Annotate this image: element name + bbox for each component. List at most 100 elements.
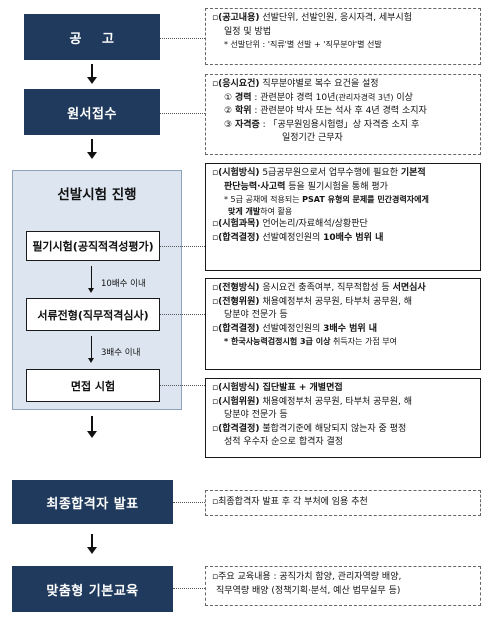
arrow-3-shaft	[91, 416, 93, 431]
gap-arrow-1-head	[88, 288, 94, 293]
connector-announcement	[160, 38, 205, 39]
gap-label-3x: 3배수 이내	[101, 348, 141, 358]
gap-arrow-2-shaft	[91, 336, 92, 358]
desc-announcement: ▫(공고내용) 선발단위, 선발인원, 응시자격, 세부시험 일정 및 방법 *…	[205, 8, 481, 65]
desc-document-note-bold: * 한국사능력검정시험 3급 이상	[224, 337, 331, 346]
desc-final-line-1: ▫최종합격자 발표 후 각 부처에 임용 추천	[212, 497, 368, 507]
arrow-1-head	[87, 77, 97, 84]
tag-requirements: (응시요건)	[218, 79, 260, 89]
arrow-3-head	[87, 431, 97, 438]
desc-document-note-text: 취득자는 가점 부여	[330, 337, 397, 346]
desc-announcement-line-2: 일정 및 방법	[224, 26, 272, 37]
desc-career-note: (관리자경력 3년)	[335, 92, 394, 102]
desc-announcement-note: * 선발단위 : '직류'별 선발 + '직무분야'별 선발	[224, 40, 382, 49]
arrow-4-head	[87, 547, 97, 554]
desc-training-line-1: ▫주요 교육내용 : 공직가치 함양, 관리자역량 배양,	[212, 572, 402, 582]
desc-document-pass-text: 선발예정인원의	[259, 323, 324, 334]
desc-degree-text: : 관련분야 박사 또는 석사 후 4년 경력 소지자	[251, 106, 427, 116]
desc-interview-text-4: 불합격기준에 해당되지 않는자 중 평정	[259, 423, 407, 434]
desc-written-pass-bold: 10배수 범위 내	[323, 232, 384, 243]
tag-career: 경력	[234, 92, 252, 103]
arrow-2-shaft	[91, 139, 93, 152]
connector-final	[173, 502, 205, 503]
stage-interview-label: 면접 시험	[70, 379, 116, 393]
desc-interview-line-3: 당분야 전문가 등	[224, 410, 288, 420]
gap-label-10x: 10배수 이내	[101, 279, 146, 289]
desc-final-text: 최종합격자 발표 후 각 부처에 임용 추천	[218, 497, 368, 507]
desc-written-line-4: 맞게 개발하여 활용	[212, 206, 475, 218]
tag-announcement-content: (공고내용)	[218, 13, 260, 23]
stage-application: 원서접수	[24, 89, 160, 135]
desc-document-line-4: ▫(합격결정) 선발예정인원의 3배수 범위 내	[212, 323, 378, 334]
desc-application: ▫(응시요건) 직무분야별로 복수 요건을 설정 ① 경력 : 관련분야 경력 …	[205, 74, 481, 155]
tag-interview-pass-decision: (합격결정)	[218, 423, 260, 434]
desc-career-end: 이상	[393, 92, 413, 103]
connector-interview	[160, 385, 205, 386]
desc-career-text: : 관련분야 경력 10년	[251, 92, 336, 103]
desc-interview-text-2: 채용예정부처 공무원, 타부처 공무원, 해	[259, 396, 412, 407]
desc-written-line-2: 판단능력·사고력 등을 필기시험을 통해 평가	[212, 181, 475, 195]
stage-announcement-label: 공 고	[69, 31, 115, 47]
desc-interview-line-2: ▫(시험위원) 채용예정부처 공무원, 타부처 공무원, 해	[212, 396, 412, 407]
desc-written-pass-text: 선발예정인원의	[259, 232, 324, 243]
gap-arrow-2-head	[88, 358, 94, 363]
tag-document-pass-decision: (합격결정)	[218, 323, 260, 334]
desc-document-line-3: 당분야 전문가 등	[224, 310, 288, 320]
desc-application-line-5: 일정기간 근무자	[282, 133, 343, 143]
tag-exam-subjects: (시험과목)	[218, 219, 260, 229]
desc-written-line-1: ▫(시험방식) 5급공무원으로서 업무수행에 필요한 기본적	[212, 168, 426, 178]
stage-document-screening: 서류전형(직무적격심사)	[26, 298, 160, 331]
desc-interview: ▫(시험방식) 집단발표 + 개별면접 ▫(시험위원) 채용예정부처 공무원, …	[205, 378, 481, 458]
stage-announcement: 공 고	[24, 14, 160, 60]
connector-written	[160, 246, 205, 247]
stage-final-announcement-label: 최종합격자 발표	[46, 496, 139, 512]
tag-interview-committee: (시험위원)	[218, 396, 260, 407]
connector-document	[160, 314, 205, 315]
desc-written-line-6: ▫(합격결정) 선발예정인원의 10배수 범위 내	[212, 232, 384, 243]
desc-application-line-3: ② 학위 : 관련분야 박사 또는 석사 후 4년 경력 소지자	[212, 105, 475, 119]
desc-document-pass-bold: 3배수 범위 내	[323, 323, 378, 334]
desc-document-screening: ▫(전형방식) 응시요건 충족여부, 직무적합성 등 서면심사 ▫(전형위원) …	[205, 278, 481, 370]
tag-interview-method: (시험방식)	[218, 383, 260, 393]
desc-basic-training: ▫주요 교육내용 : 공직가치 함양, 관리자역량 배양, 직무역량 배양 (정…	[205, 566, 481, 606]
desc-announcement-text-1: 선발단위, 선발인원, 응시자격, 세부시험	[259, 13, 412, 23]
desc-interview-bold-1: 집단발표 + 개별면접	[259, 383, 343, 393]
desc-document-text-1: 응시요건 충족여부, 직무적합성 등	[259, 283, 393, 293]
desc-written-note-bold: PSAT 유형의 문제를 민간경력자에게	[302, 195, 429, 204]
stage-basic-training: 맞춤형 기본교육	[12, 566, 173, 612]
desc-application-line-1: ▫(응시요건) 직무분야별로 복수 요건을 설정	[212, 79, 379, 89]
desc-document-text-2: 채용예정부처 공무원, 타부처 공무원, 해	[259, 296, 412, 307]
tag-screening-method: (전형방식)	[218, 283, 260, 293]
stage-written-exam-label: 필기시험(공직적격성평가)	[32, 240, 154, 253]
tag-pass-decision: (합격결정)	[218, 232, 260, 243]
tag-exam-method: (시험방식)	[218, 168, 260, 178]
desc-document-bold-1: 서면심사	[392, 283, 426, 293]
arrow-1-shaft	[91, 64, 93, 77]
desc-training-line-2: 직무역량 배양 (정책기획·분석, 예산 법무실무 등)	[216, 585, 401, 596]
desc-document-line-2: ▫(전형위원) 채용예정부처 공무원, 타부처 공무원, 해	[212, 296, 412, 307]
stage-final-announcement: 최종합격자 발표	[12, 480, 173, 524]
desc-document-line-5: * 한국사능력검정시험 3급 이상 취득자는 가점 부여	[212, 336, 475, 348]
desc-written-exam: ▫(시험방식) 5급공무원으로서 업무수행에 필요한 기본적 판단능력·사고력 …	[205, 163, 481, 271]
desc-written-line-5: ▫(시험과목) 언어논리/자료해석/상황판단	[212, 219, 368, 229]
tag-certificate: 자격증	[234, 119, 260, 130]
desc-written-line-3: * 5급 공채에 적용되는 PSAT 유형의 문제를 민간경력자에게	[212, 194, 475, 206]
desc-final-announcement: ▫최종합격자 발표 후 각 부처에 임용 추천	[205, 490, 481, 516]
stage-application-label: 원서접수	[67, 106, 117, 122]
desc-announcement-line-1: ▫(공고내용) 선발단위, 선발인원, 응시자격, 세부시험	[212, 13, 412, 23]
arrow-2-head	[87, 152, 97, 159]
desc-written-bold-2: 판단능력·사고력	[224, 181, 286, 192]
connector-application	[160, 113, 205, 114]
desc-application-line-4: ③ 자격증 : 「공무원임용시험령」상 자격증 소지 후	[212, 119, 475, 133]
arrow-4-shaft	[91, 534, 93, 547]
exam-panel-title: 선발시험 진행	[57, 187, 137, 203]
desc-written-subjects: 언어논리/자료해석/상황판단	[259, 219, 368, 229]
desc-interview-line-5: 성적 우수자 순으로 합격자 결정	[224, 437, 344, 447]
desc-certificate-text: : 「공무원임용시험령」상 자격증 소지 후	[259, 119, 420, 130]
desc-written-text-1: 5급공무원으로서 업무수행에 필요한	[259, 168, 401, 178]
desc-written-note-text: * 5급 공채에 적용되는	[224, 195, 303, 204]
desc-written-note-text-2: 하여 활용	[260, 207, 293, 216]
circled-3: ③	[224, 119, 233, 130]
stage-interview: 면접 시험	[26, 369, 160, 402]
circled-2: ②	[224, 106, 233, 116]
